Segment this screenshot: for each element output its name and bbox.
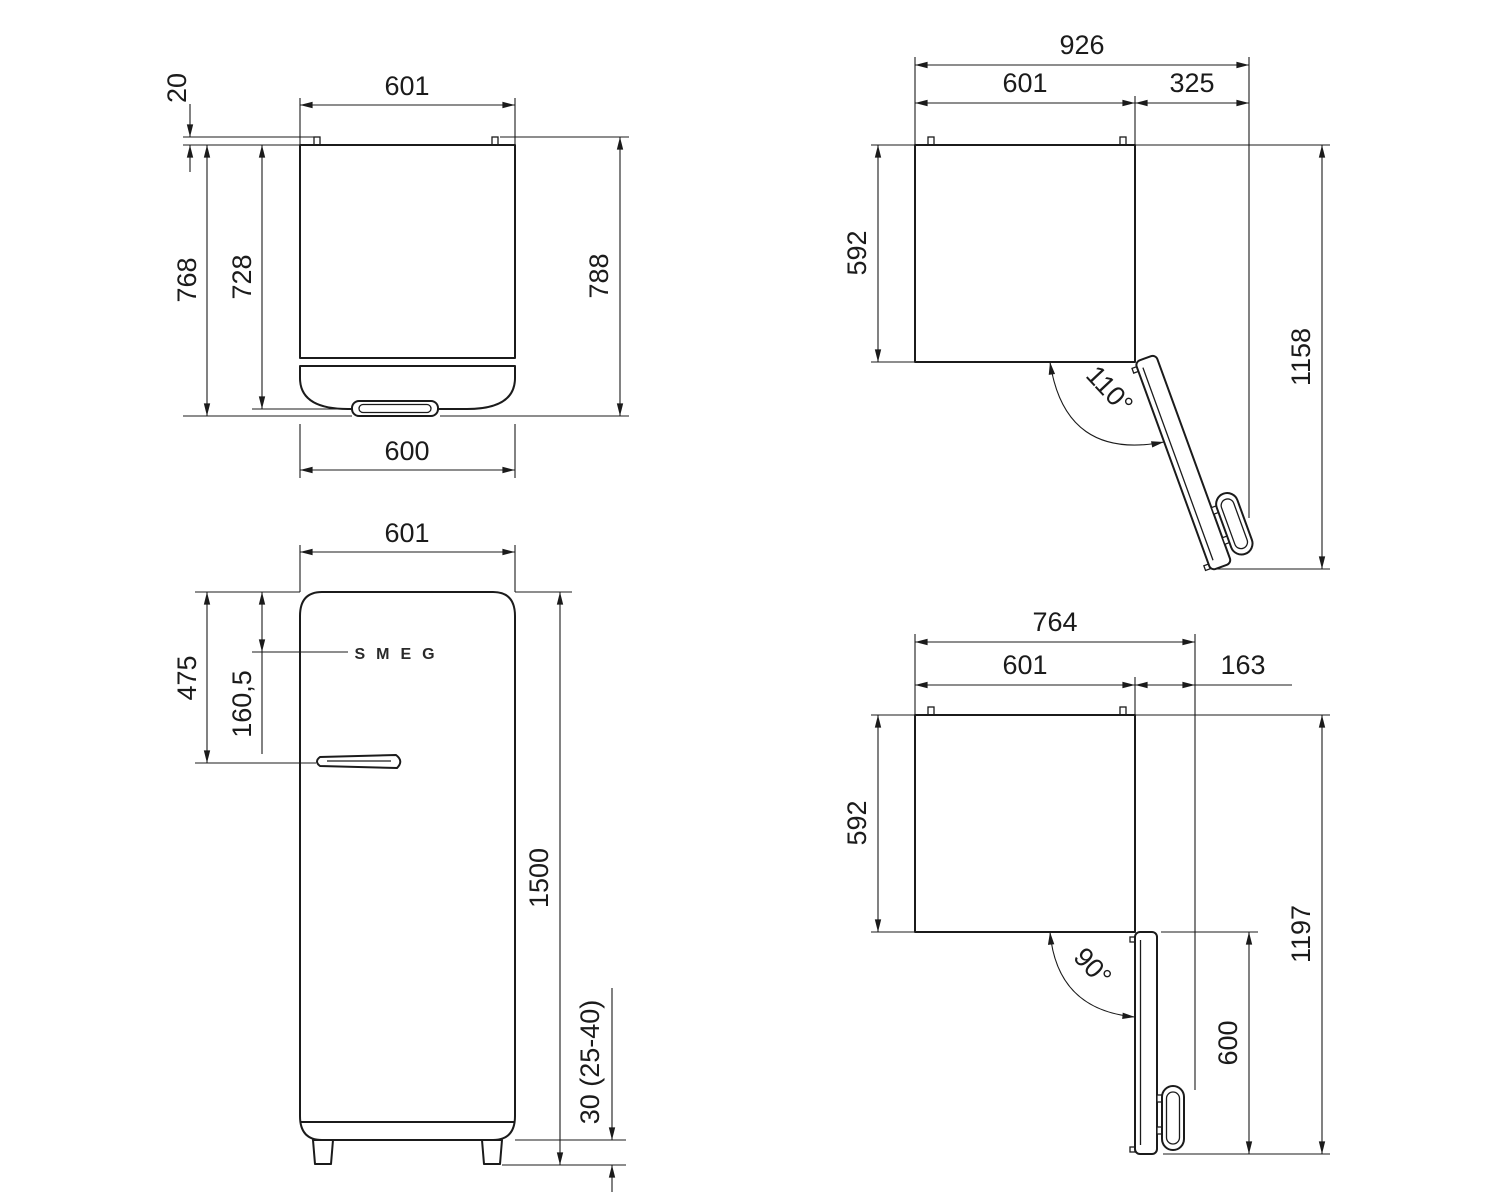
door-handle (351, 400, 439, 417)
dim-overall-width: 764 (914, 607, 1196, 646)
dim-label-overall-depth: 1197 (1286, 905, 1316, 963)
fridge-body-top (914, 714, 1136, 933)
dim-depth-door: 768 (172, 144, 352, 417)
door-open-110 (1129, 344, 1258, 574)
angle-label-110: 110° (1080, 360, 1139, 420)
dim-label-handle-offset: 475 (172, 655, 202, 700)
fridge-front-outline (299, 591, 516, 1141)
dim-body-depth: 592 (842, 714, 882, 933)
fridge-body-top (914, 144, 1136, 363)
dim-door-clearance: 325 (1134, 68, 1250, 107)
door-closed (299, 365, 516, 410)
dim-label-door-clearance: 325 (1169, 68, 1214, 98)
door-handle-inner (358, 403, 432, 414)
dim-label-overall-width: 926 (1059, 30, 1104, 60)
rear-spacer-left (313, 136, 321, 146)
dim-overall-depth: 1197 (1286, 714, 1326, 1155)
dim-width: 601 (299, 518, 516, 592)
angle-label-90: 90° (1068, 942, 1118, 992)
view-front: SMEG 601 475 160,5 1500 (172, 518, 626, 1192)
view-top-open-110: 110° 926 601 325 592 1158 (842, 30, 1330, 574)
view-top-open-90: 90° 764 601 163 592 1197 (842, 607, 1330, 1155)
dim-label-door-depth: 600 (1213, 1020, 1243, 1065)
dim-label-logo-offset: 160,5 (227, 670, 257, 738)
dim-rear-spacer: 20 (162, 73, 314, 172)
rear-spacer-left (927, 706, 935, 716)
dim-body-width: 601 (914, 68, 1136, 107)
dim-label-body-width: 601 (1002, 650, 1047, 680)
dim-label-body-width: 601 (1002, 68, 1047, 98)
angle-arc-110 (1048, 361, 1165, 448)
dim-label-width-door: 600 (384, 436, 429, 466)
dim-logo-offset: 160,5 (227, 591, 266, 754)
dim-door-depth: 600 (1213, 931, 1253, 1155)
dim-label-feet: 30 (25-40) (575, 1000, 605, 1125)
fridge-body-top (299, 144, 516, 359)
dim-label-body-depth: 592 (842, 230, 872, 275)
foot-left (312, 1139, 334, 1165)
dim-depth-body: 728 (227, 144, 346, 410)
dim-width-door: 600 (299, 424, 516, 478)
dim-door-clearance: 163 (1134, 650, 1292, 689)
dim-label-overall-width: 764 (1032, 607, 1077, 637)
dim-label-depth-total: 788 (584, 253, 614, 298)
dim-overall-width: 926 (914, 30, 1250, 69)
dim-label-overall-depth: 1158 (1286, 328, 1316, 386)
dim-overall-depth: 1158 (1286, 144, 1326, 570)
dim-label-spacer: 20 (162, 73, 192, 103)
dim-label-width-top: 601 (384, 71, 429, 101)
dim-label-width: 601 (384, 518, 429, 548)
dim-label-door-clearance: 163 (1220, 650, 1265, 680)
rear-spacer-right (1119, 706, 1127, 716)
door-open-90 (1129, 931, 1185, 1155)
dim-height: 1500 (515, 591, 572, 1166)
dim-label-depth-body: 728 (227, 254, 257, 299)
brand-logo: SMEG (354, 646, 445, 663)
angle-arc-90 (1047, 931, 1136, 1020)
foot-right (481, 1139, 503, 1165)
dim-label-body-depth: 592 (842, 800, 872, 845)
dim-width-top: 601 (299, 71, 516, 145)
rear-spacer-right (491, 136, 499, 146)
dim-body-width: 601 (914, 650, 1136, 689)
dim-handle-offset: 475 (172, 591, 211, 764)
dim-label-depth-door: 768 (172, 257, 202, 302)
dim-body-depth: 592 (842, 144, 882, 363)
rear-spacer-left (927, 136, 935, 146)
dim-label-height: 1500 (524, 848, 554, 908)
view-top-closed: 601 20 728 768 788 (162, 71, 629, 478)
dim-depth-total: 788 (440, 136, 629, 417)
rear-spacer-right (1119, 136, 1127, 146)
dim-feet: 30 (25-40) (502, 988, 626, 1192)
